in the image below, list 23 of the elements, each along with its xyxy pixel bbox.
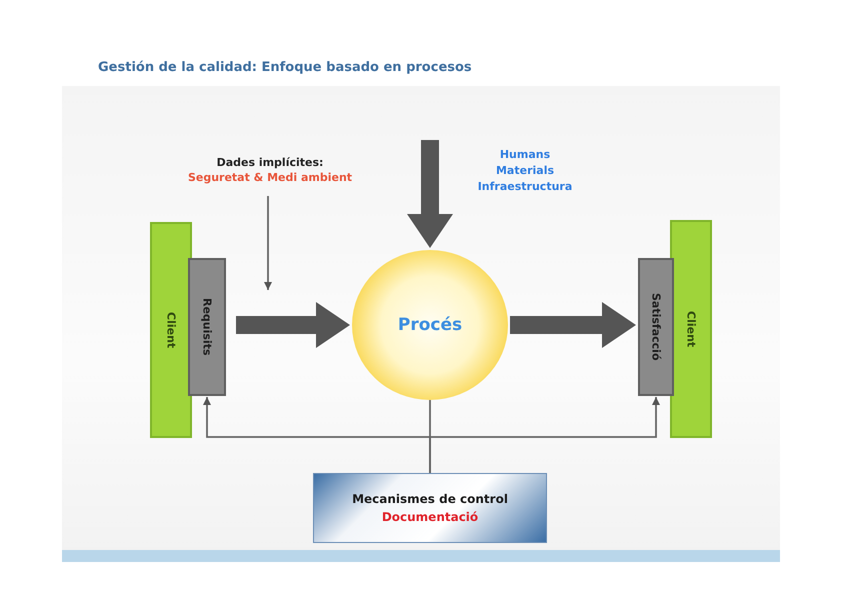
control-box xyxy=(313,473,547,543)
note-detail: Seguretat & Medi ambient xyxy=(188,171,352,184)
note-heading: Dades implícites: xyxy=(216,156,324,169)
customer-label: Client xyxy=(164,312,178,348)
resource-label: Materials xyxy=(496,164,554,177)
stage-label: Requisits xyxy=(200,298,214,356)
stage-label: Satisfacció xyxy=(650,293,662,361)
stage-bar xyxy=(188,258,226,396)
flow-arrow xyxy=(236,302,350,348)
customer-bar xyxy=(150,222,192,438)
control-label: Mecanismes de control xyxy=(352,492,508,506)
connector-arrow xyxy=(429,397,660,473)
stage-bar xyxy=(638,258,674,396)
connector-arrow xyxy=(264,196,272,290)
resource-label: Humans xyxy=(500,148,550,161)
slide-title: Gestión de la calidad: Enfoque basado en procesos xyxy=(98,60,472,75)
process-label: Procés xyxy=(398,315,462,335)
flow-arrow xyxy=(407,140,453,248)
customer-bar xyxy=(670,220,712,438)
documentation-label: Documentació xyxy=(382,510,478,524)
resource-label: Infraestructura xyxy=(478,180,572,193)
customer-label: Client xyxy=(684,310,698,348)
flow-arrow xyxy=(510,302,636,348)
